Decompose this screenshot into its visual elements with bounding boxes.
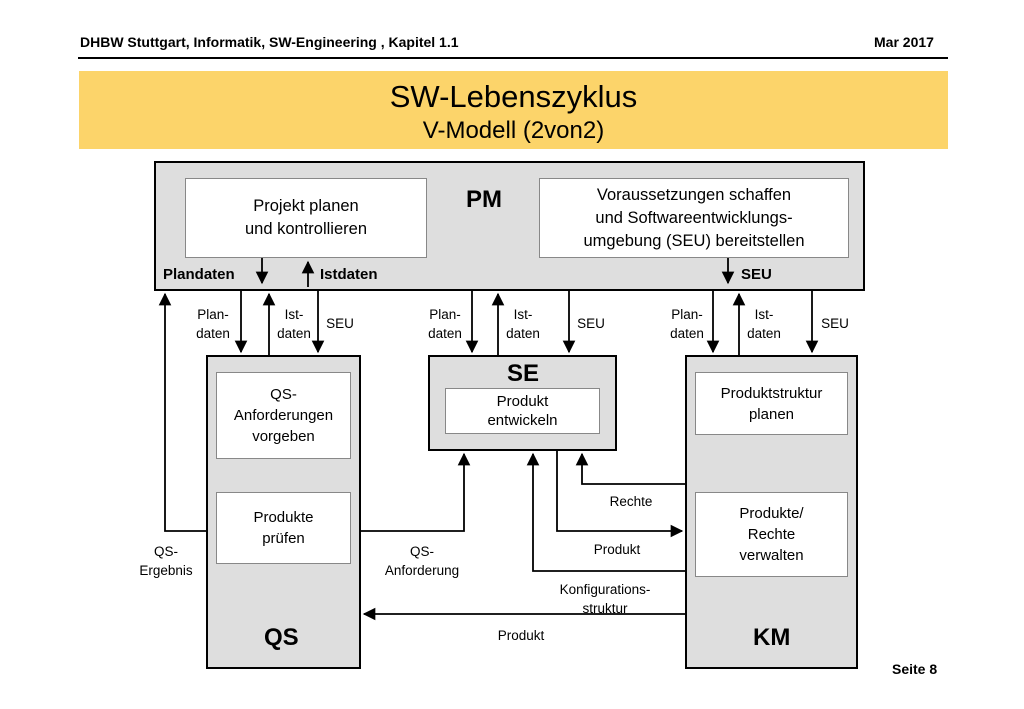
rechte-arrow: [575, 452, 685, 485]
pm-label: PM: [466, 186, 502, 213]
qs-seu-label: SEU: [326, 316, 354, 331]
produkt-bottom-label: Produkt: [497, 628, 545, 643]
page-number: Seite 8: [892, 661, 938, 677]
km-plan-label: Plan- daten: [670, 307, 704, 341]
qs-anforderung-label: QS- Anforderung: [384, 544, 460, 578]
qs-anforderung-arrow: [361, 452, 471, 532]
date-header: Mar 2017: [874, 34, 934, 50]
course-header: DHBW Stuttgart, Informatik, SW-Engineeri…: [80, 34, 459, 50]
title-banner: SW-Lebenszyklus V-Modell (2von2): [79, 71, 948, 149]
se-ist-label: Ist- daten: [506, 307, 540, 341]
km-ist-label: Ist- daten: [747, 307, 781, 341]
km-label: KM: [753, 624, 791, 651]
rechte-label: Rechte: [609, 494, 653, 509]
se-box-develop: Produkt entwickeln: [445, 388, 600, 434]
produkt-arrow: [556, 451, 684, 538]
km-box-structure: Produktstruktur planen: [695, 372, 848, 435]
qs-plan-label: Plan- daten: [196, 307, 230, 341]
konfig-label: Konfigurations- struktur: [559, 582, 651, 616]
se-plan-label: Plan- daten: [428, 307, 462, 341]
konfig-arrow: [526, 452, 685, 572]
slide-title: SW-Lebenszyklus: [389, 79, 638, 114]
header-divider: [78, 57, 948, 59]
pm-seu-label: SEU: [741, 266, 772, 283]
qs-box-requirements: QS- Anforderungen vorgeben: [216, 372, 351, 459]
km-seu-label: SEU: [821, 316, 849, 331]
qs-ist-label: Ist- daten: [277, 307, 311, 341]
se-seu-label: SEU: [577, 316, 605, 331]
pm-istdaten-label: Istdaten: [320, 266, 378, 283]
pm-plandaten-label: Plandaten: [163, 266, 235, 283]
produkt-label: Produkt: [593, 542, 641, 557]
qs-label: QS: [264, 624, 299, 651]
qs-ergebnis-label: QS- Ergebnis: [139, 544, 193, 578]
pm-box-seu: Voraussetzungen schaffen und Softwareent…: [539, 178, 849, 258]
pm-box-plan: Projekt planen und kontrollieren: [185, 178, 427, 258]
qs-box-test: Produkte prüfen: [216, 492, 351, 564]
km-box-manage: Produkte/ Rechte verwalten: [695, 492, 848, 577]
qs-ergebnis-arrow: [158, 292, 206, 532]
slide-subtitle: V-Modell (2von2): [422, 117, 605, 144]
se-label: SE: [507, 360, 540, 387]
